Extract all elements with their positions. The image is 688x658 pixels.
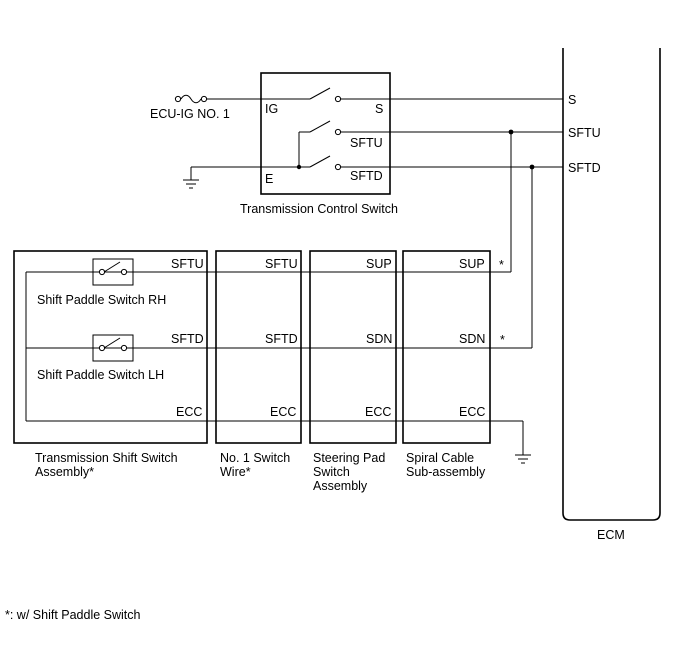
wire-name-line2: Wire*: [220, 465, 251, 479]
tcs-switch-sftd: [309, 155, 331, 168]
spiral-pin-sdn: SDN: [459, 332, 485, 346]
power-label: ECU-IG NO. 1: [150, 107, 230, 121]
tcs-contact-s: [334, 95, 342, 103]
steering-name-line1: Steering Pad: [313, 451, 385, 465]
tcs-pin-e: E: [265, 172, 273, 186]
paddle-lh-box: [92, 334, 134, 362]
paddle-rh-label: Shift Paddle Switch RH: [37, 293, 166, 307]
ecm-pin-s: S: [568, 93, 576, 107]
tcs-junction: [296, 164, 302, 170]
sdn-star-marker: *: [500, 333, 505, 347]
ecm-pin-sftd: SFTD: [568, 161, 601, 175]
paddle-rh-contact-b: [120, 268, 128, 276]
steering-name-line3: Assembly: [313, 479, 368, 493]
fuse-terminal-left: [174, 95, 182, 103]
tcs-pin-ig: IG: [265, 102, 278, 116]
steering-pin-sup: SUP: [366, 257, 392, 271]
fuse-icon: [180, 94, 202, 104]
ground-icon-ecc: [515, 421, 531, 464]
tcs-contact-sftd: [334, 163, 342, 171]
assembly-name-line1: Transmission Shift Switch: [35, 451, 178, 465]
paddle-lh-contact-a: [98, 344, 106, 352]
tcs-pin-sftu: SFTU: [350, 136, 383, 150]
fuse-terminal-right: [200, 95, 208, 103]
sup-star-marker: *: [499, 258, 504, 272]
tcs-switch-s: [309, 87, 331, 100]
ecm-pin-sftu: SFTU: [568, 126, 601, 140]
wire-pin-sftu: SFTU: [265, 257, 298, 271]
assembly-pin-ecc: ECC: [176, 405, 202, 419]
tcs-pin-s: S: [375, 102, 383, 116]
tcs-contact-sftu: [334, 128, 342, 136]
assembly-pin-sftd: SFTD: [171, 332, 204, 346]
steering-box: [309, 250, 397, 444]
tcs-switch-sftu: [309, 120, 331, 133]
tcs-box: [260, 72, 391, 195]
steering-name-line2: Switch: [313, 465, 350, 479]
paddle-rh-box: [92, 258, 134, 286]
tcs-label: Transmission Control Switch: [240, 202, 398, 216]
spiral-name-line2: Sub-assembly: [406, 465, 486, 479]
paddle-rh-contact-a: [98, 268, 106, 276]
paddle-lh-label: Shift Paddle Switch LH: [37, 368, 164, 382]
wire-pin-ecc: ECC: [270, 405, 296, 419]
assembly-box: [13, 250, 208, 444]
spiral-pin-sup: SUP: [459, 257, 485, 271]
ground-icon-tcs: [183, 167, 199, 189]
steering-pin-sdn: SDN: [366, 332, 392, 346]
spiral-pin-ecc: ECC: [459, 405, 485, 419]
assembly-name-line2: Assembly*: [35, 465, 94, 479]
assembly-pin-sftu: SFTU: [171, 257, 204, 271]
footnote: *: w/ Shift Paddle Switch: [5, 608, 141, 622]
ecm-label: ECM: [597, 528, 625, 542]
paddle-rh-switch: [103, 261, 121, 273]
spiral-box: [402, 250, 491, 444]
wire-box: [215, 250, 302, 444]
tcs-pin-sftd: SFTD: [350, 169, 383, 183]
paddle-lh-switch: [103, 337, 121, 349]
paddle-lh-contact-b: [120, 344, 128, 352]
wire-pin-sftd: SFTD: [265, 332, 298, 346]
ecm-block: [562, 48, 661, 521]
spiral-name-line1: Spiral Cable: [406, 451, 474, 465]
wire-name-line1: No. 1 Switch: [220, 451, 290, 465]
steering-pin-ecc: ECC: [365, 405, 391, 419]
